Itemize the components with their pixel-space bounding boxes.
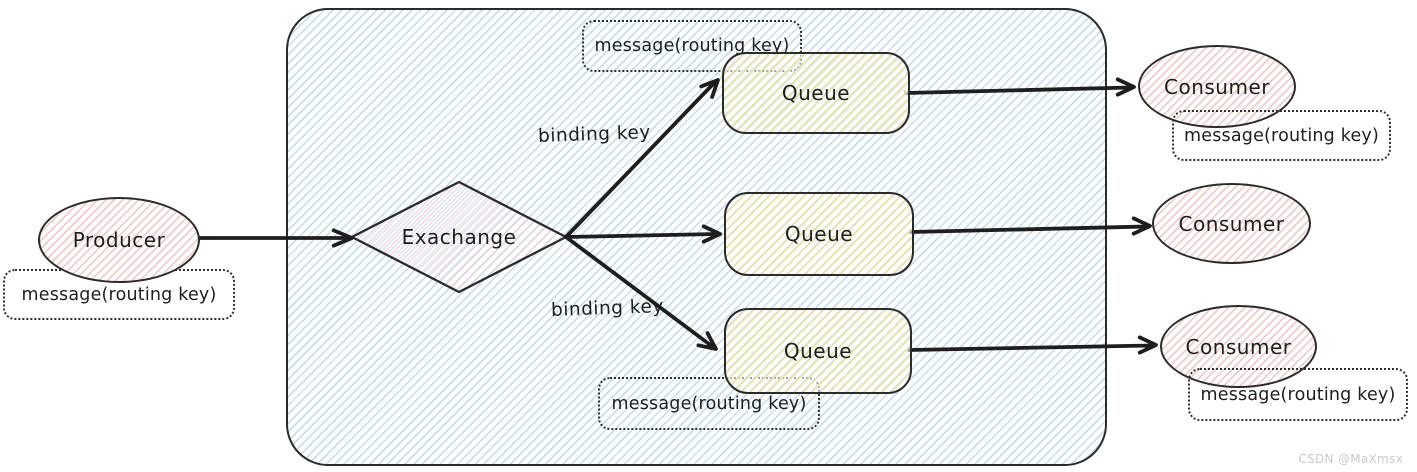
arrow-queue-consumer-top: [904, 77, 1136, 97]
binding-key-label-bottom: binding key: [550, 296, 665, 321]
queue-middle-label: Queue: [784, 222, 854, 246]
message-label-producer-text: message(routing key): [21, 284, 217, 305]
producer-label: Producer: [72, 228, 166, 252]
producer-node: Producer: [38, 197, 200, 283]
message-label-queue-bottom-text: message(routing key): [611, 393, 807, 414]
queue-node-top: Queue: [722, 52, 910, 134]
queue-bottom-label: Queue: [783, 339, 853, 363]
queue-node-bottom: Queue: [724, 308, 912, 394]
arrow-queue-consumer-bottom: [907, 335, 1158, 355]
arrow-exchange-queue-top: [564, 78, 720, 239]
message-label-queue-top-text: message(routing key): [594, 36, 790, 56]
binding-key-label-top: binding key: [537, 122, 652, 147]
message-label-consumer-bottom-text: message(routing key): [1200, 384, 1396, 405]
message-label-queue-bottom: message(routing key): [598, 377, 820, 430]
queue-top-label: Queue: [781, 81, 851, 105]
queue-node-middle: Queue: [724, 192, 914, 276]
consumer-bottom-label: Consumer: [1185, 334, 1292, 359]
consumer-node-top: Consumer: [1138, 45, 1296, 128]
arrow-exchange-queue-bottom: [564, 235, 718, 351]
watermark: CSDN @MaXmsx: [1298, 452, 1403, 466]
message-label-consumer-top: message(routing key): [1172, 110, 1391, 161]
consumer-middle-label: Consumer: [1178, 211, 1285, 236]
message-label-consumer-top-text: message(routing key): [1183, 125, 1380, 146]
consumer-node-middle: Consumer: [1152, 183, 1311, 264]
consumer-top-label: Consumer: [1164, 74, 1270, 99]
message-label-queue-top: message(routing key): [582, 20, 802, 72]
broker-container: [286, 8, 1107, 466]
consumer-node-bottom: Consumer: [1160, 305, 1317, 388]
message-label-consumer-bottom: message(routing key): [1188, 368, 1408, 421]
arrow-exchange-queue-middle: [564, 224, 722, 244]
arrow-producer-exchange: [194, 228, 354, 248]
exchange-label: Exachange: [401, 225, 517, 249]
arrow-queue-consumer-middle: [909, 216, 1152, 236]
